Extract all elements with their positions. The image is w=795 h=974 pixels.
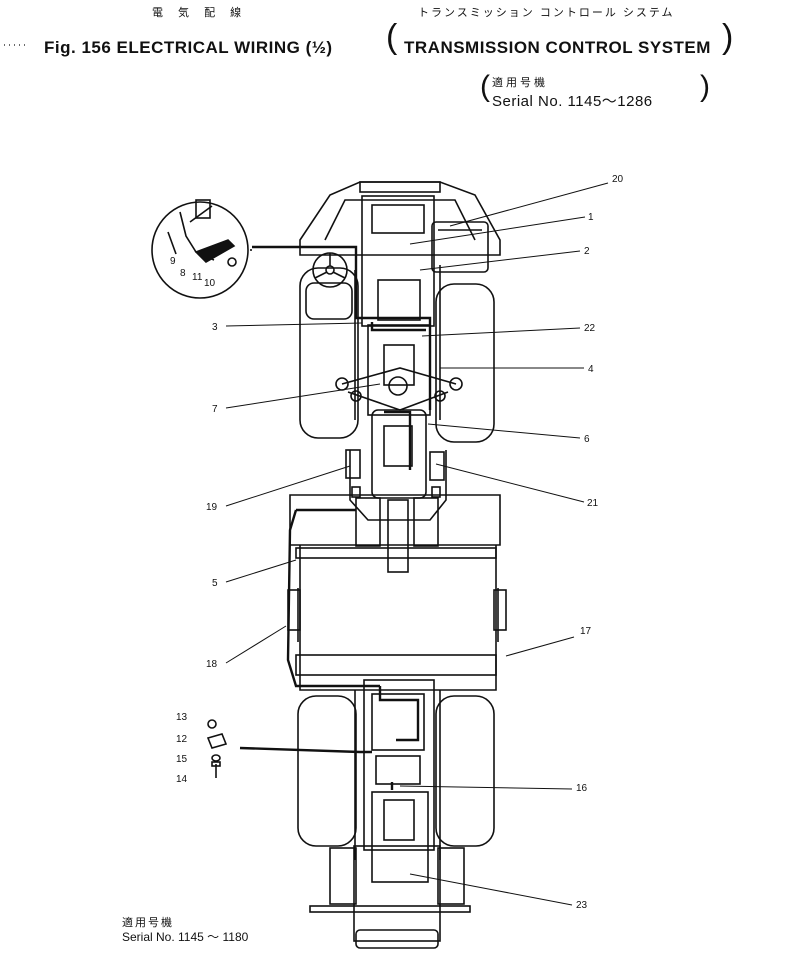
- callout-22: 22: [584, 323, 596, 334]
- callout-7: 7: [212, 404, 218, 415]
- callout-6: 6: [584, 434, 590, 445]
- close-paren-mark: ): [722, 18, 734, 56]
- title-jp: 電 気 配 線: [152, 7, 248, 19]
- callout-17: 17: [580, 626, 592, 637]
- callout-12: 12: [176, 734, 188, 745]
- callout-4: 4: [588, 364, 594, 375]
- leader-lines: [225, 182, 609, 906]
- center-body: [287, 494, 507, 691]
- callout-2: 2: [584, 246, 590, 257]
- open-paren-mark-2: (: [480, 70, 490, 103]
- callout-8: 8: [180, 268, 186, 279]
- subtitle-en: TRANSMISSION CONTROL SYSTEM: [404, 38, 711, 57]
- front-frame-outline: [299, 181, 501, 256]
- callout-14: 14: [176, 774, 188, 785]
- steering-cylinder-left: [355, 497, 381, 547]
- rear-left-wheel: [297, 695, 357, 847]
- subtitle-jp: トランスミッション コントロール システム: [418, 7, 675, 19]
- footer-serial-jp: 適用号機: [122, 917, 174, 929]
- articulation-linkage: [335, 367, 463, 411]
- callout-labels: 20 1 2 3 22 4 7 6 19 21 5 17 18 13 12 15…: [170, 174, 624, 911]
- callout-18: 18: [206, 659, 218, 670]
- callout-16: 16: [576, 783, 588, 794]
- rear-right-wheel: [435, 695, 495, 847]
- serial-jp: 適用号機: [492, 77, 548, 89]
- control-valve-assembly: [345, 409, 447, 521]
- callout-11: 11: [192, 272, 203, 283]
- battery-box: [431, 221, 489, 273]
- callout-9: 9: [170, 256, 176, 267]
- callout-23: 23: [576, 900, 588, 911]
- close-paren-mark-2: ): [700, 70, 710, 103]
- operator-seat: [305, 282, 353, 320]
- front-right-wheel: [435, 283, 495, 443]
- callout-1: 1: [588, 212, 594, 223]
- wiring-harness: [239, 245, 432, 790]
- callout-21: 21: [587, 498, 599, 509]
- steering-cylinder-right: [413, 497, 439, 547]
- serial-range: Serial No. 1145～1286: [492, 93, 653, 110]
- open-paren-mark: (: [386, 18, 398, 56]
- callout-15: 15: [176, 754, 188, 765]
- figure-title: Fig. 156 ELECTRICAL WIRING (½): [44, 38, 333, 57]
- drive-shaft: [387, 499, 409, 573]
- callout-19: 19: [206, 502, 218, 513]
- hardware-parts: [206, 719, 228, 778]
- footer-serial-range: Serial No. 1145 ～ 1180: [122, 930, 249, 944]
- rear-chassis: [354, 679, 441, 883]
- callout-5: 5: [212, 578, 218, 589]
- rear-counterweight: [309, 845, 471, 949]
- callout-13: 13: [176, 712, 188, 723]
- front-left-wheel: [299, 267, 359, 439]
- detail-inset: [151, 199, 252, 299]
- callout-10: 10: [204, 278, 216, 289]
- callout-3: 3: [212, 322, 218, 333]
- callout-20: 20: [612, 174, 624, 185]
